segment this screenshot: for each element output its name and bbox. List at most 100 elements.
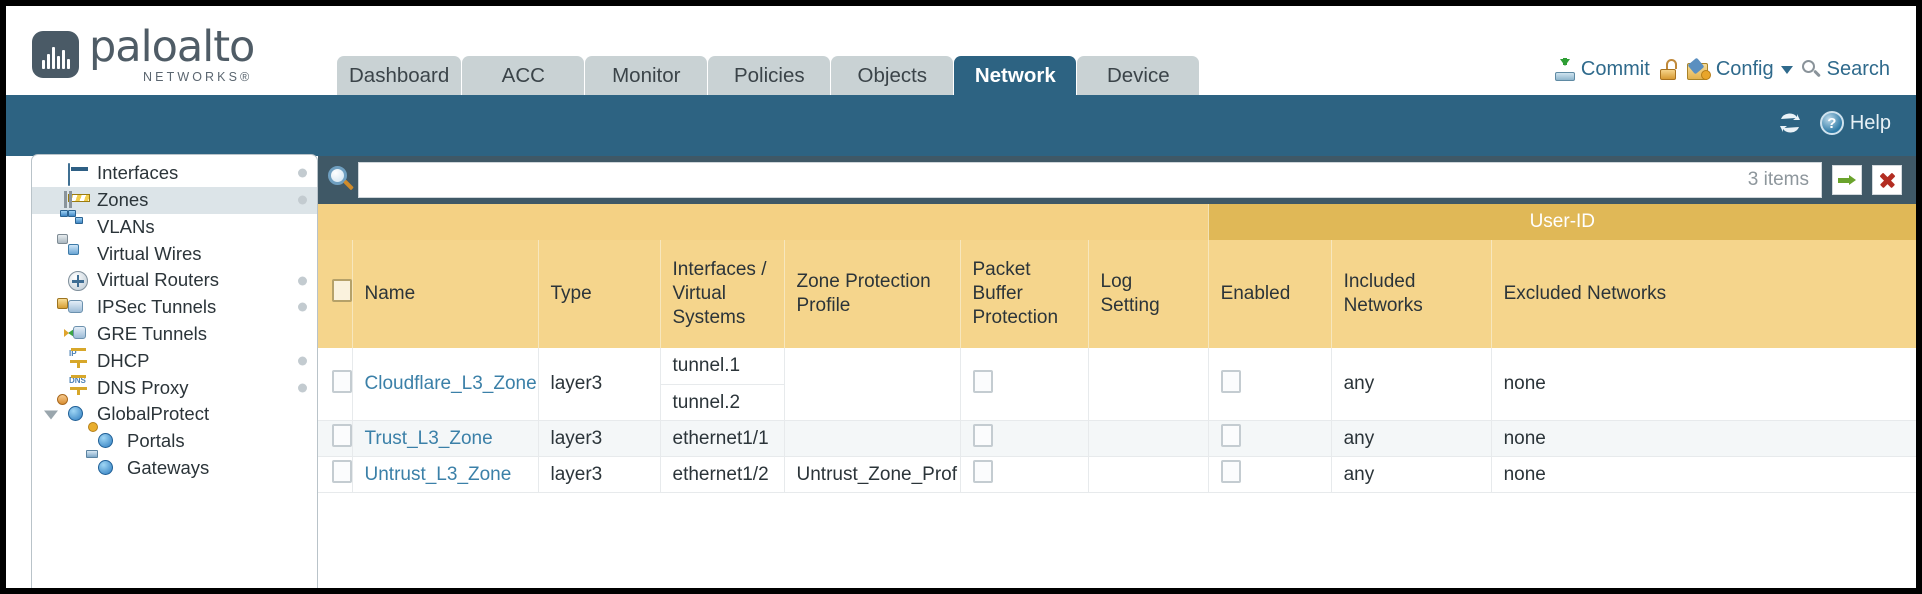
row-select-cell[interactable]	[318, 420, 352, 457]
cell-packet-buffer-protection[interactable]	[959, 348, 1088, 421]
clear-filter-button[interactable]	[1872, 165, 1902, 195]
tab-acc[interactable]: ACC	[462, 56, 585, 95]
brand-logo[interactable]: paloalto NETWORKS®	[32, 22, 255, 84]
tab-monitor[interactable]: Monitor	[585, 56, 708, 95]
sidebar-item-gre-tunnels[interactable]: GRE Tunnels	[32, 321, 317, 348]
tab-network[interactable]: Network	[954, 56, 1077, 95]
brand-name: paloalto	[89, 22, 255, 72]
row-checkbox[interactable]	[332, 424, 352, 447]
sidebar-item-globalprotect[interactable]: GlobalProtect	[32, 394, 317, 428]
search-input[interactable]: 3 items	[358, 162, 1822, 198]
row-checkbox[interactable]	[332, 460, 352, 483]
search-icon	[1801, 59, 1822, 80]
chevron-down-icon	[1780, 65, 1793, 74]
cell-packet-buffer-protection[interactable]	[959, 420, 1088, 457]
column-header-log-setting[interactable]: Log Setting	[1087, 240, 1209, 348]
sidebar-item-label: Portals	[127, 430, 185, 452]
tab-dashboard[interactable]: Dashboard	[337, 56, 462, 95]
sidebar-status-dot	[298, 302, 307, 312]
sidebar-item-portals[interactable]: Portals	[32, 421, 317, 455]
row-checkbox[interactable]	[332, 369, 352, 393]
apply-filter-button[interactable]	[1832, 165, 1862, 195]
gre-tunnels-icon	[64, 325, 90, 344]
packet-buffer-protection-checkbox[interactable]	[972, 424, 993, 447]
globalprotect-icon	[57, 394, 90, 424]
sidebar-item-ipsec-tunnels[interactable]: IPSec Tunnels	[32, 294, 317, 321]
packet-buffer-protection-checkbox[interactable]	[972, 460, 993, 483]
cell-userid-enabled[interactable]	[1207, 348, 1332, 421]
cell-included-networks: any	[1330, 348, 1492, 421]
zone-name-link[interactable]: Trust_L3_Zone	[364, 427, 493, 449]
column-header-excluded-networks[interactable]: Excluded Networks	[1490, 240, 1916, 348]
sidebar-item-label: Interfaces	[97, 162, 179, 184]
cell-packet-buffer-protection[interactable]	[959, 456, 1088, 493]
column-header-packet-buffer-protection[interactable]: Packet Buffer Protection	[959, 240, 1088, 348]
search-icon[interactable]	[324, 163, 358, 197]
vlans-icon	[60, 210, 90, 236]
main-nav-tabs: Dashboard ACC Monitor Policies Objects N…	[337, 56, 1200, 95]
chevron-down-icon[interactable]	[44, 410, 58, 420]
userid-enabled-checkbox[interactable]	[1220, 460, 1241, 483]
zone-name-link[interactable]: Untrust_L3_Zone	[364, 463, 512, 485]
gateways-icon	[86, 449, 120, 478]
sidebar-item-label: Zones	[97, 188, 149, 210]
refresh-icon[interactable]	[1778, 112, 1802, 134]
sidebar-item-gateways[interactable]: Gateways	[32, 449, 317, 482]
column-header-included-networks[interactable]: Included Networks	[1330, 240, 1492, 348]
userid-enabled-checkbox[interactable]	[1220, 424, 1241, 447]
commit-button[interactable]: Commit	[1554, 57, 1650, 81]
tab-objects[interactable]: Objects	[831, 56, 954, 95]
help-question-icon: ?	[1819, 111, 1844, 135]
sidebar-item-dhcp[interactable]: IP DHCP	[32, 348, 317, 375]
table-group-header-row: User-ID	[318, 204, 1916, 240]
select-all-checkbox[interactable]	[332, 279, 352, 303]
sub-header-bar: ? Help	[6, 95, 1916, 156]
commit-label: Commit	[1580, 58, 1650, 80]
cell-type: layer3	[537, 348, 660, 421]
column-header-zone-protection-profile[interactable]: Zone Protection Profile	[783, 240, 960, 348]
cell-log-setting	[1087, 456, 1209, 493]
column-header-type[interactable]: Type	[537, 240, 660, 348]
cell-interfaces: tunnel.1 tunnel.2	[659, 348, 784, 421]
row-select-cell[interactable]	[318, 348, 352, 421]
sidebar-item-virtual-wires[interactable]: Virtual Wires	[32, 234, 317, 267]
cell-log-setting	[1087, 420, 1209, 457]
arrow-right-icon	[1838, 175, 1856, 185]
cell-userid-enabled[interactable]	[1207, 420, 1332, 457]
cell-zone-protection-profile: Untrust_Zone_Prof	[783, 456, 960, 493]
table-row[interactable]: Trust_L3_Zone layer3 ethernet1/1 any	[318, 420, 1916, 457]
table-row[interactable]: Cloudflare_L3_Zone layer3 tunnel.1 tunne…	[318, 348, 1916, 421]
left-sidebar-nav: Interfaces Zones VLANs Virtual Wires	[31, 154, 318, 588]
table-empty-tail	[318, 492, 1916, 539]
table-row[interactable]: Untrust_L3_Zone layer3 ethernet1/2 Untru…	[318, 456, 1916, 493]
config-menu-button[interactable]: Config	[1686, 57, 1793, 81]
items-count-label: 3 items	[1747, 169, 1809, 190]
sidebar-item-zones[interactable]: Zones	[32, 186, 317, 214]
zones-table-container: User-ID Name Type Interfaces / Virtual S…	[318, 204, 1916, 588]
help-label: Help	[1849, 111, 1891, 134]
userid-enabled-checkbox[interactable]	[1220, 369, 1241, 393]
sidebar-item-label: GRE Tunnels	[97, 322, 208, 344]
column-header-interfaces-virtual-systems[interactable]: Interfaces / Virtual Systems	[659, 240, 784, 348]
zone-name-link[interactable]: Cloudflare_L3_Zone	[364, 373, 537, 394]
help-button[interactable]: ? Help	[1819, 111, 1891, 135]
tab-device[interactable]: Device	[1077, 56, 1200, 95]
packet-buffer-protection-checkbox[interactable]	[972, 369, 993, 393]
tab-policies[interactable]: Policies	[708, 56, 831, 95]
dns-proxy-icon: DNS	[68, 375, 90, 397]
padlock-open-button[interactable]	[1659, 59, 1678, 80]
sidebar-item-dns-proxy[interactable]: DNS DNS Proxy	[32, 374, 317, 401]
sidebar-item-label: VLANs	[97, 215, 155, 237]
search-toolbar: 3 items	[318, 156, 1916, 204]
sidebar-item-virtual-routers[interactable]: Virtual Routers	[32, 267, 317, 294]
select-all-header[interactable]	[318, 240, 352, 348]
row-select-cell[interactable]	[318, 456, 352, 493]
column-header-name[interactable]: Name	[351, 240, 538, 348]
column-header-enabled[interactable]: Enabled	[1207, 240, 1332, 348]
sidebar-item-vlans[interactable]: VLANs	[32, 210, 317, 241]
sidebar-item-interfaces[interactable]: Interfaces	[32, 160, 317, 187]
sidebar-item-label: Virtual Wires	[97, 242, 202, 264]
cell-userid-enabled[interactable]	[1207, 456, 1332, 493]
search-button[interactable]: Search	[1801, 58, 1890, 81]
sidebar-item-label: Virtual Routers	[97, 269, 220, 291]
